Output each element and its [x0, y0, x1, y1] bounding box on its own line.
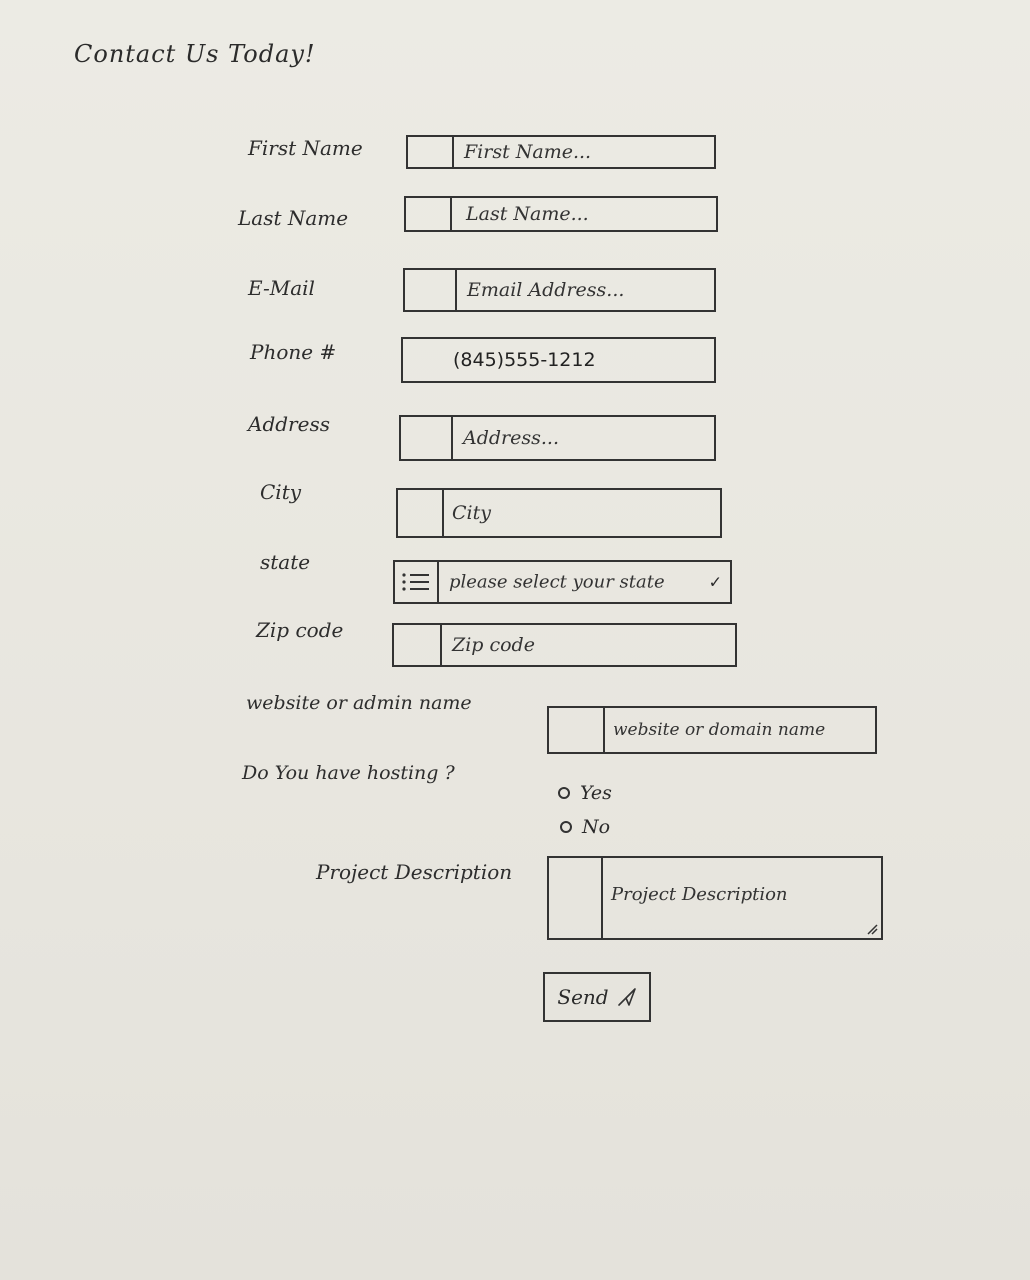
- radio-yes[interactable]: [558, 787, 570, 799]
- state-label: state: [260, 550, 311, 574]
- hosting-label: Do You have hosting ?: [242, 762, 455, 784]
- zip-field[interactable]: Zip code: [392, 623, 737, 667]
- last-name-field[interactable]: Last Name...: [404, 196, 718, 232]
- first-name-prefix-box: [408, 137, 454, 167]
- address-prefix-box: [401, 417, 453, 459]
- city-placeholder: City: [452, 502, 491, 524]
- project-prefix-box: [549, 858, 603, 938]
- hosting-yes-label: Yes: [580, 782, 612, 804]
- website-label: website or admin name: [246, 692, 472, 714]
- page-title: Contact Us Today!: [74, 40, 316, 68]
- first-name-field[interactable]: First Name...: [406, 135, 716, 169]
- last-name-label: Last Name: [238, 206, 349, 230]
- address-field[interactable]: Address...: [399, 415, 716, 461]
- state-prefix-box: [395, 562, 439, 602]
- phone-label: Phone #: [250, 340, 337, 364]
- radio-no[interactable]: [560, 821, 572, 833]
- email-placeholder: Email Address...: [467, 279, 625, 301]
- zip-prefix-box: [394, 625, 442, 665]
- hosting-option-no[interactable]: No: [560, 816, 610, 838]
- city-field[interactable]: City: [396, 488, 722, 538]
- send-button[interactable]: Send: [543, 972, 651, 1022]
- website-placeholder: website or domain name: [613, 720, 826, 740]
- project-textarea[interactable]: Project Description: [547, 856, 883, 940]
- last-name-placeholder: Last Name...: [466, 203, 589, 225]
- list-icon: [402, 573, 429, 591]
- city-label: City: [260, 480, 302, 504]
- city-prefix-box: [398, 490, 444, 536]
- first-name-label: First Name: [248, 136, 363, 160]
- phone-value: (845)555-1212: [453, 349, 596, 371]
- project-label: Project Description: [316, 860, 513, 884]
- project-placeholder: Project Description: [611, 884, 788, 905]
- hosting-no-label: No: [582, 816, 611, 838]
- state-selected-value: please select your state: [449, 571, 665, 593]
- resize-handle-icon[interactable]: [866, 923, 878, 935]
- send-label: Send: [557, 985, 609, 1009]
- address-placeholder: Address...: [463, 427, 559, 449]
- website-field[interactable]: website or domain name: [547, 706, 877, 754]
- address-label: Address: [248, 412, 330, 436]
- first-name-placeholder: First Name...: [464, 141, 592, 163]
- email-label: E-Mail: [248, 276, 315, 300]
- zip-label: Zip code: [256, 618, 344, 642]
- last-name-prefix-box: [406, 198, 452, 230]
- state-select[interactable]: please select your state ✓: [393, 560, 732, 604]
- hosting-option-yes[interactable]: Yes: [558, 782, 612, 804]
- email-prefix-box: [405, 270, 457, 310]
- chevron-down-icon: ✓: [708, 572, 722, 592]
- email-field[interactable]: Email Address...: [403, 268, 716, 312]
- website-prefix-box: [549, 708, 605, 752]
- phone-field[interactable]: (845)555-1212: [401, 337, 716, 383]
- paper-plane-icon: [617, 988, 636, 1006]
- zip-placeholder: Zip code: [452, 634, 535, 656]
